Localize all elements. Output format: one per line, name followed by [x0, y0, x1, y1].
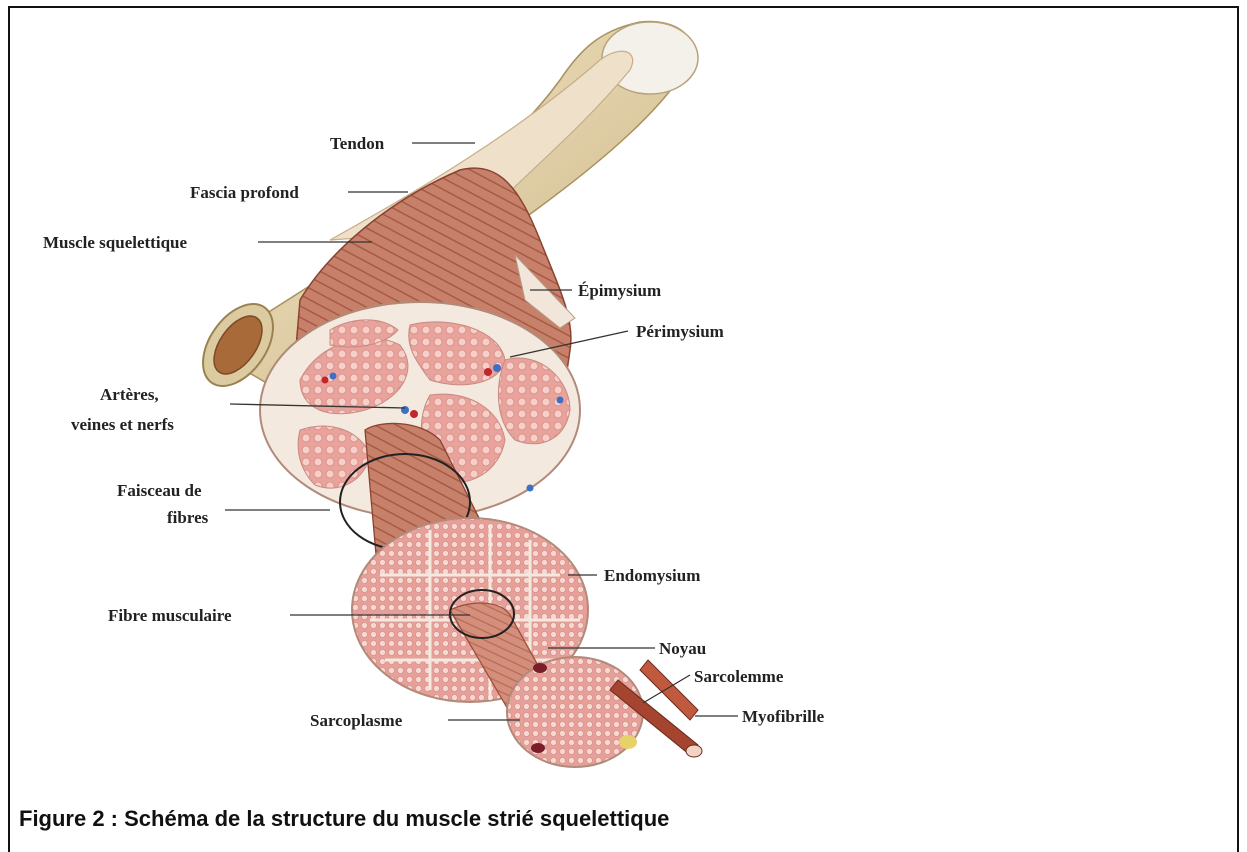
label-sarcolemme: Sarcolemme: [694, 667, 784, 686]
label-myofibrille: Myofibrille: [742, 707, 825, 726]
label-tendon: Tendon: [330, 134, 385, 153]
label-epimysium: Épimysium: [578, 281, 661, 300]
label-arteres-line2: veines et nerfs: [71, 415, 174, 434]
label-faisceau-line2: fibres: [167, 508, 209, 527]
label-noyau: Noyau: [659, 639, 706, 658]
label-muscle: Muscle squelettique: [43, 233, 187, 252]
label-sarcoplasme: Sarcoplasme: [310, 711, 403, 730]
label-endomysium: Endomysium: [604, 566, 700, 585]
figure-caption: Figure 2 : Schéma de la structure du mus…: [19, 806, 669, 832]
fibre-cross-section: [507, 657, 643, 767]
label-fascia: Fascia profond: [190, 183, 299, 202]
muscle-structure-diagram: Tendon Fascia profond Muscle squelettiqu…: [0, 0, 1247, 790]
label-fibre: Fibre musculaire: [108, 606, 232, 625]
label-faisceau-line1: Faisceau de: [117, 481, 202, 500]
label-arteres-line1: Artères,: [100, 385, 159, 404]
label-perimysium: Périmysium: [636, 322, 724, 341]
